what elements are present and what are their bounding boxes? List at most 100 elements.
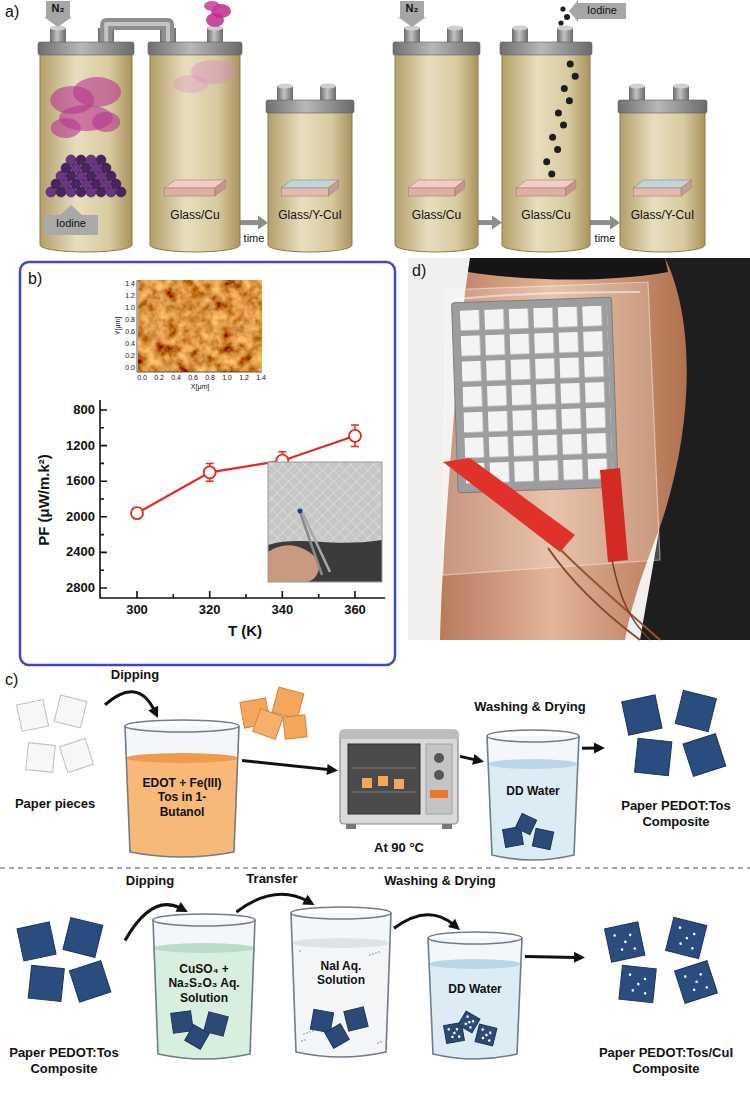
panel-frame: [20, 262, 395, 665]
solution-beaker-shape-part: [125, 726, 239, 857]
paper-samples-shape-part-part: [699, 973, 702, 976]
reaction-jar-shape-part: [548, 171, 555, 178]
tick-label: 1200: [66, 438, 95, 453]
node-text: Paper PEDOT:Tos/CuI Composite: [585, 1045, 747, 1076]
solution-beaker-shape-part: [154, 943, 254, 953]
chart-axes-part: [173, 594, 318, 598]
paper-samples-shape-part-part: [619, 965, 656, 1002]
chart-axes: [100, 400, 385, 598]
node-text: Glass/Y-CuI: [268, 208, 352, 222]
paper-samples-shape-part: [635, 738, 672, 775]
solution-beaker: DD Water: [484, 728, 582, 863]
film-photo-part: [302, 512, 330, 572]
process-arrow: [240, 216, 268, 230]
node-text: DD Water: [492, 784, 574, 798]
reaction-jar-shape-part: [543, 158, 550, 165]
paper-samples-shape-part-part: [635, 738, 672, 775]
node-text: Paper pieces: [5, 796, 105, 812]
paper-samples-shape-part: [605, 922, 645, 962]
arrow-label: time: [593, 232, 618, 245]
inset-axis-title: X[μm]: [191, 383, 209, 391]
gas-tube-part: [557, 26, 573, 31]
arrow-head: [327, 764, 339, 775]
paper-samples-shape-part-part: [631, 989, 634, 992]
paper-samples-shape-part-part: [679, 942, 682, 945]
reaction-jar-shape-part: [572, 73, 579, 80]
solution-beaker-shape-part: [487, 736, 579, 860]
reaction-jar-shape-part: [549, 134, 556, 141]
solution-beaker-shape-part: [428, 932, 522, 944]
gas-tube-part: [512, 26, 528, 31]
arm-photo: [408, 258, 750, 640]
solution-beaker-shape-part: [126, 753, 237, 763]
inset-tick-label: 1.4: [125, 280, 135, 288]
drying-oven-shape-part: [430, 790, 448, 798]
tick-label: 300: [126, 603, 148, 618]
chart-axes-part: [100, 428, 104, 570]
reaction-jar-shape-part: [516, 188, 565, 196]
reagent-label: Iodine: [587, 4, 617, 17]
solution-beaker-shape-part-part: [453, 1031, 456, 1034]
node-text: CuSO₄ + Na₂S₂O₃ Aq. Solution: [158, 962, 250, 1005]
reaction-jar-shape-part: [66, 155, 76, 165]
solution-beaker-shape-part: [487, 730, 579, 742]
paper-samples: Paper PEDOT:Tos/CuI Composite: [585, 915, 747, 1085]
solution-beaker-shape-part: [487, 736, 579, 860]
reaction-jar-shape: [268, 100, 352, 252]
gas-tube-part: [629, 84, 645, 89]
arm-photo-part: [556, 545, 660, 640]
reaction-jar-shape-part: [561, 85, 568, 92]
arm-photo-part: [450, 292, 640, 300]
solution-beaker-shape-part-part: [485, 1034, 488, 1037]
inset-tick-label: 1.0: [125, 304, 135, 312]
solution-beaker-shape-part: [292, 938, 390, 948]
solution-beaker-shape-part-part: [325, 1024, 350, 1049]
panel-label: b): [28, 270, 42, 288]
reaction-jar-shape-part: [86, 155, 96, 165]
paper-samples-shape-part: [683, 734, 726, 777]
inset-tick-label: 0.6: [125, 328, 135, 336]
paper-samples-shape-part-part: [693, 932, 696, 935]
arrow-label: Washing & Drying: [382, 874, 497, 889]
film-photo-part: [268, 545, 319, 582]
paper-samples-shape-part-part: [684, 975, 687, 978]
reaction-jar-shape-part: [150, 54, 240, 252]
arrow-shaft: [242, 761, 330, 770]
node-text: Paper PEDOT:Tos Composite: [605, 798, 747, 829]
drying-oven-shape-part: [346, 824, 356, 829]
arrow-shaft: [394, 915, 454, 929]
solution-beaker-shape-part: [488, 764, 578, 860]
reaction-jar-shape-part: [566, 97, 573, 104]
solution-beaker-shape-part: [515, 813, 536, 834]
reaction-jar: Glass/Cu: [150, 42, 240, 252]
paper-samples-shape-part-part: [624, 940, 627, 943]
paper-samples-shape-part-part: [691, 947, 694, 950]
data-series-part: [131, 507, 143, 519]
section-divider: [0, 867, 750, 868]
paper-samples-shape-part-part: [695, 980, 698, 983]
paper-samples: Paper pieces: [5, 692, 105, 820]
solution-beaker-shape-part: [125, 726, 239, 857]
iodine-vapour: [204, 1, 231, 27]
paper-samples-shape-part: [63, 917, 103, 957]
inset-tick-label: 0.2: [154, 374, 164, 382]
reaction-jar-shape-part: [281, 188, 328, 196]
film-photo-part: [268, 462, 382, 582]
inset-tick-label: 0.0: [137, 374, 147, 382]
inlet-arrow-part: [400, 1, 424, 17]
data-series-part: [204, 466, 216, 478]
solution-beaker-shape-part: [428, 938, 522, 1059]
node-text: DD Water: [433, 982, 517, 996]
paper-samples-shape-part-part: [693, 988, 696, 991]
solution-beaker-shape-part: [125, 720, 239, 732]
solution-beaker-shape-part: [171, 1011, 194, 1034]
solution-beaker-shape-part-part: [481, 1036, 484, 1039]
inset-tick-label: 1.2: [239, 374, 249, 382]
reaction-jar-shape-part: [164, 188, 214, 196]
process-arrow: [478, 216, 502, 230]
paper-samples-shape-part-part: [69, 961, 110, 1002]
solution-beaker-shape-part: [301, 1040, 303, 1042]
drying-oven-shape-part: [348, 744, 420, 814]
solution-beaker-shape-part: [488, 759, 578, 769]
iodine-beads-part: [560, 6, 565, 11]
